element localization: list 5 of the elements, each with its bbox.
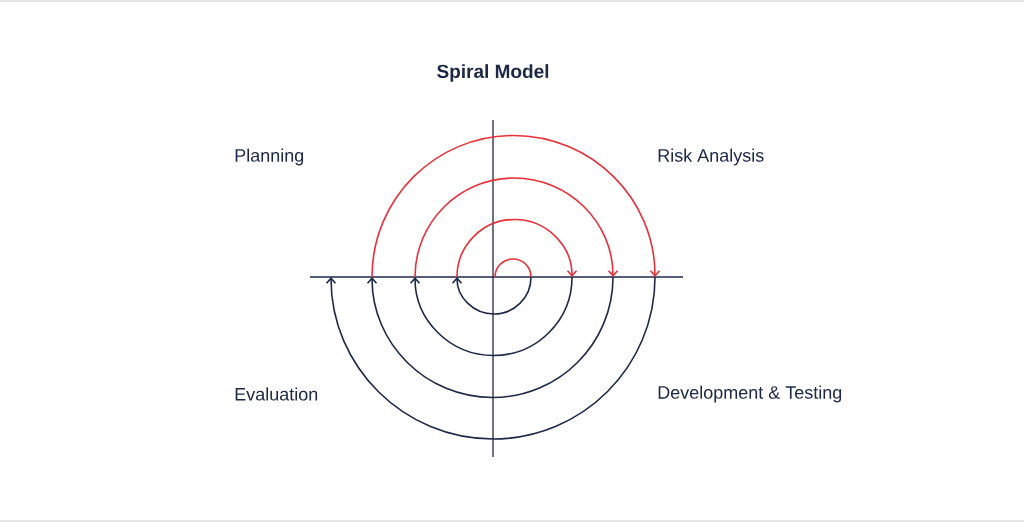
quadrant-label: Risk Analysis <box>658 148 764 166</box>
quadrant-label: Evaluation <box>235 387 318 401</box>
quadrant-label: Development & Testing <box>658 385 842 403</box>
diagram-title: Spiral Model <box>437 64 549 82</box>
quadrant-label: Planning <box>235 148 304 166</box>
